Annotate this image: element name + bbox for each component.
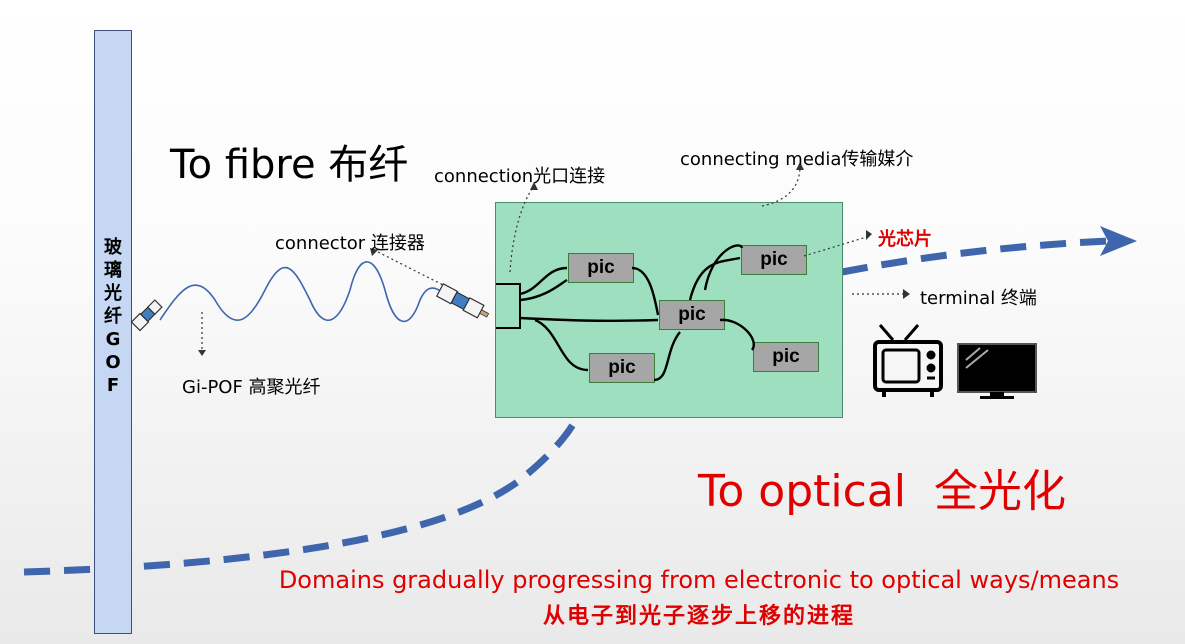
connector-label: connector 连接器 — [275, 233, 425, 254]
pic-chip-1: pic — [568, 253, 634, 283]
pic-chip-5: pic — [753, 342, 819, 372]
connection-arrow — [509, 185, 535, 273]
pic-chip-2: pic — [741, 245, 807, 275]
gof-char: O — [105, 352, 121, 373]
gof-char: F — [106, 375, 120, 396]
gof-bar-label: 玻 璃 光 纤 G O F — [94, 236, 132, 397]
to-optical-title: To optical 全光化 — [698, 466, 1066, 517]
monitor-icon — [957, 343, 1037, 399]
gi-pof-label: Gi-POF 高聚光纤 — [182, 377, 321, 398]
pic-chip-3: pic — [659, 300, 725, 330]
connector-arrow — [377, 251, 446, 287]
gof-char: 璃 — [104, 260, 122, 281]
pic-chip-arrow — [803, 235, 871, 257]
gi-pof-fiber — [159, 261, 453, 323]
progression-dashed-curve-upper — [841, 237, 1111, 276]
gof-char: 纤 — [104, 306, 122, 327]
gof-char: 光 — [104, 283, 122, 304]
domains-caption-cn: 从电子到光子逐步上移的进程 — [542, 604, 855, 629]
domains-caption: Domains gradually progressing from elect… — [278, 566, 1120, 594]
optical-port — [496, 283, 521, 329]
gof-char: G — [105, 329, 121, 350]
gof-char: 玻 — [104, 237, 122, 258]
gof-fiber-bar — [94, 30, 132, 634]
connecting-media-label: connecting media传输媒介 — [680, 149, 914, 170]
pic-chip-4: pic — [589, 353, 655, 383]
terminal-label: terminal 终端 — [920, 288, 1037, 309]
photonic-module: pic pic pic pic pic — [495, 202, 843, 418]
to-fibre-title: To fibre 布纤 — [170, 142, 409, 188]
progression-arrowhead — [1100, 226, 1137, 256]
connecting-media-arrow — [761, 165, 801, 207]
progression-dashed-curve — [23, 379, 594, 576]
fiber-connector-right — [435, 283, 490, 319]
fiber-connector-left — [130, 299, 163, 332]
connection-label: connection光口连接 — [434, 166, 606, 187]
tv-icon — [873, 324, 943, 397]
photonic-chip-label: 光芯片 — [878, 229, 932, 250]
